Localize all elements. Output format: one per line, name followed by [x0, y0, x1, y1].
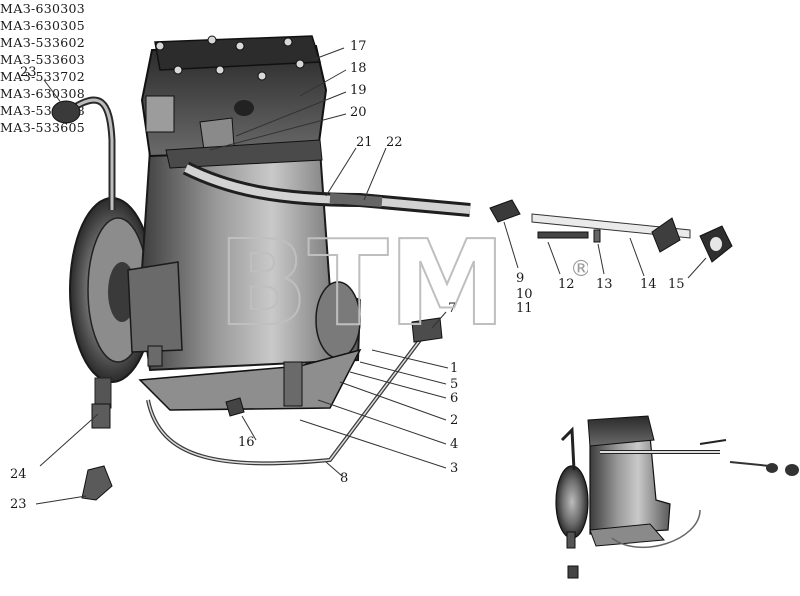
callout-7: 7 — [448, 301, 456, 316]
callout-12: 12 — [558, 277, 575, 292]
watermark-text: BTM — [218, 214, 506, 340]
elbow-fitting-bottom — [81, 465, 113, 501]
callout-numbers: 17 18 19 20 21 22 23 24 23 7 1 5 6 2 4 3… — [10, 39, 685, 512]
fitting-16 — [225, 397, 245, 417]
watermark-logo: BTM ® — [218, 213, 588, 340]
callout-3: 3 — [450, 461, 458, 476]
callout-1: 1 — [450, 361, 458, 376]
model-label: МАЗ-630308 — [0, 86, 85, 101]
callout-13: 13 — [596, 277, 613, 292]
callout-16: 16 — [238, 435, 255, 450]
callout-14: 14 — [640, 277, 657, 292]
leader-lines — [35, 47, 707, 505]
model-label: МАЗ-630303 — [0, 1, 85, 16]
model-list-variant: МАЗ-630308 МАЗ-533608 МАЗ-533605 — [0, 85, 800, 136]
clamp-9 — [489, 199, 521, 223]
model-label: МАЗ-533602 — [0, 35, 85, 50]
model-label: МАЗ-533603 — [0, 52, 85, 67]
watermark-registered: ® — [570, 257, 588, 282]
callout-21: 21 — [356, 135, 373, 150]
tube-14 — [531, 213, 691, 239]
callout-24: 24 — [10, 467, 27, 482]
callout-11: 11 — [516, 301, 533, 316]
callout-5: 5 — [450, 377, 458, 392]
callout-10: 10 — [516, 287, 533, 302]
compressor-main — [51, 35, 471, 501]
callout-20: 20 — [350, 105, 367, 120]
base-plate — [138, 348, 362, 411]
exploded-parts — [489, 199, 733, 263]
fitting-24 — [91, 403, 111, 429]
callout-23-bottom: 23 — [10, 497, 27, 512]
compressor-variant — [555, 415, 799, 579]
callout-23-top: 23 — [20, 65, 37, 80]
fitting-7 — [411, 317, 443, 343]
bolt-12 — [537, 231, 589, 239]
callout-8: 8 — [340, 471, 348, 486]
callout-6: 6 — [450, 391, 458, 406]
callout-15: 15 — [668, 277, 685, 292]
washer-13 — [593, 229, 601, 243]
callout-2: 2 — [450, 413, 458, 428]
callout-17: 17 — [350, 39, 367, 54]
callout-22: 22 — [386, 135, 403, 150]
callout-4: 4 — [450, 437, 458, 452]
model-label: МАЗ-533605 — [0, 120, 85, 135]
model-list-main: МАЗ-630303 МАЗ-630305 МАЗ-533602 МАЗ-533… — [0, 0, 800, 85]
model-label: МАЗ-533702 — [0, 69, 85, 84]
callout-19: 19 — [350, 83, 367, 98]
elbow-fitting-top — [51, 100, 81, 124]
model-label: МАЗ-630305 — [0, 18, 85, 33]
callout-18: 18 — [350, 61, 367, 76]
callout-9: 9 — [516, 271, 524, 286]
